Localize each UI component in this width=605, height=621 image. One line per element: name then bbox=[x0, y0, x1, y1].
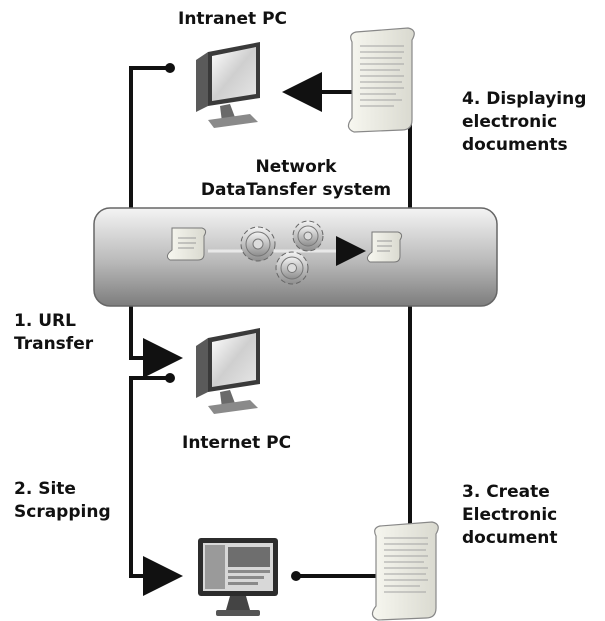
intranet-pc-monitor-icon bbox=[196, 42, 260, 128]
step3-label-line1: 3. Create bbox=[462, 482, 550, 502]
step4-label-line1: 4. Displaying bbox=[462, 89, 586, 109]
internet-pc-label: Internet PC bbox=[182, 433, 291, 453]
step2-label-line1: 2. Site bbox=[14, 479, 76, 499]
connector-dot bbox=[291, 571, 301, 581]
step1-label-line2: Transfer bbox=[14, 334, 94, 354]
document-scroll-icon bbox=[166, 227, 207, 261]
website-monitor-icon bbox=[198, 538, 278, 616]
connector-dot bbox=[165, 63, 175, 73]
system-title-line1: Network bbox=[256, 157, 338, 177]
step4-label-line2: electronic bbox=[462, 112, 557, 132]
step3-label-line3: document bbox=[462, 528, 558, 548]
system-panel bbox=[93, 207, 498, 307]
intranet-pc-label: Intranet PC bbox=[178, 9, 287, 29]
document-scroll-icon bbox=[347, 27, 415, 133]
gear-icon bbox=[240, 226, 276, 262]
connector-dot bbox=[165, 373, 175, 383]
document-scroll-icon bbox=[371, 521, 439, 621]
gear-icon bbox=[292, 220, 324, 252]
step1-label-line1: 1. URL bbox=[14, 311, 76, 331]
site-scrapping-line bbox=[129, 376, 183, 596]
gear-icon bbox=[275, 251, 309, 285]
step4-label-line3: documents bbox=[462, 135, 568, 155]
step2-label-line2: Scrapping bbox=[14, 502, 111, 522]
system-title-line2: DataTansfer system bbox=[201, 180, 391, 200]
document-scroll-icon bbox=[366, 231, 403, 263]
internet-pc-monitor-icon bbox=[196, 328, 260, 414]
connector-lines bbox=[129, 66, 412, 596]
step3-label-line2: Electronic bbox=[462, 505, 557, 525]
